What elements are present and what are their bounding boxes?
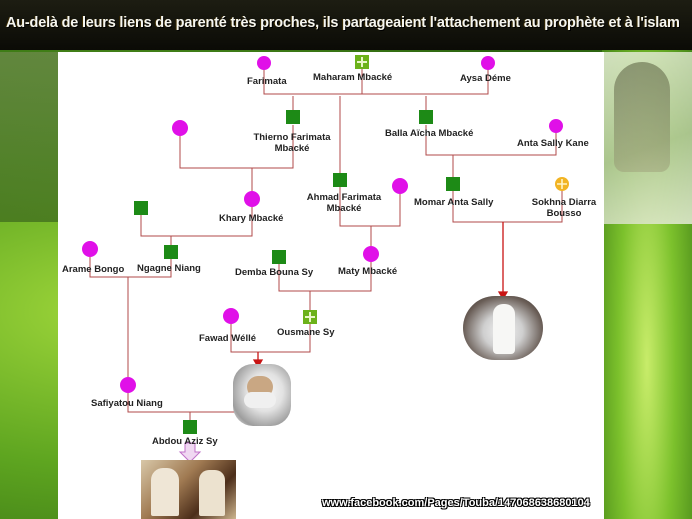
arrows: [252, 222, 509, 369]
person-label-balla: Balla Aïcha Mbacké: [385, 128, 474, 139]
female-circle-icon: [244, 191, 260, 207]
person-label-farimata: Farimata: [247, 76, 287, 87]
person-label-maharam: Maharam Mbacké: [313, 72, 393, 83]
person-label-thierno: Thierno Farimata Mbacké: [253, 132, 331, 154]
tree-connectors: [89, 62, 563, 425]
connector: [278, 258, 372, 292]
page-title: Au-delà de leurs liens de parenté très p…: [6, 15, 680, 31]
female-circle-icon: [257, 56, 271, 70]
male-square-icon: [286, 110, 300, 124]
female-circle-icon: [172, 120, 188, 136]
female-circle-icon: [392, 178, 408, 194]
male-nodes: [134, 110, 460, 434]
male-square-icon: [446, 177, 460, 191]
male-square-icon: [164, 245, 178, 259]
marked-nodes: [303, 55, 569, 324]
right-portrait-photo: [604, 52, 692, 224]
person-label-abdou: Abdou Aziz Sy: [152, 436, 218, 447]
connector: [140, 203, 253, 237]
connector: [452, 186, 563, 223]
connector: [89, 250, 172, 278]
person-label-khary: Khary Mbacké: [219, 213, 284, 224]
female-circle-icon: [549, 119, 563, 133]
person-label-ahmad: Ahmad Farimata Mbacké: [306, 192, 382, 214]
connector: [263, 65, 489, 95]
person-label-safiyatou: Safiyatou Niang: [91, 398, 163, 409]
cross-mark: [357, 57, 367, 67]
person-label-sokhna: Sokhna Diarra Bousso: [531, 197, 597, 219]
male-square-icon: [183, 420, 197, 434]
photo-ousmane: [233, 364, 291, 426]
person-label-ngagne: Ngagne Niang: [137, 263, 201, 274]
connector: [179, 125, 294, 169]
person-label-aysa: Aysa Déme: [460, 73, 511, 84]
arrow-head: [252, 359, 264, 369]
arrow-head: [497, 291, 509, 301]
facebook-url-footer: www.facebook.com/Pages/Touba/14706863868…: [322, 497, 590, 509]
female-circle-icon: [363, 246, 379, 262]
person-label-maty: Maty Mbacké: [338, 266, 398, 277]
female-circle-icon: [120, 377, 136, 393]
person-label-ousmane: Ousmane Sy: [277, 327, 335, 338]
person-label-arame: Arame Bongo: [62, 264, 125, 275]
arrow-to-photo-abdou: [178, 442, 202, 463]
connector: [230, 318, 311, 353]
title-bar: Au-delà de leurs liens de parenté très p…: [0, 0, 692, 50]
female-nodes: [82, 56, 563, 393]
family-tree-panel: [58, 52, 604, 519]
female-circle-icon: [82, 241, 98, 257]
person-label-demba: Demba Bouna Sy: [235, 267, 314, 278]
left-photo-strip: [0, 52, 58, 222]
male-square-icon: [272, 250, 286, 264]
person-label-momar: Momar Anta Sally: [414, 197, 494, 208]
photo-abdou: [141, 460, 236, 519]
connector: [339, 187, 401, 227]
photo-momar: [463, 296, 543, 360]
person-label-fawad: Fawad Wéllé: [199, 333, 257, 344]
male-square-icon: [134, 201, 148, 215]
connector: [425, 125, 557, 156]
female-circle-icon: [223, 308, 239, 324]
cross-mark: [557, 179, 567, 189]
cross-mark: [305, 312, 315, 322]
female-circle-icon: [481, 56, 495, 70]
person-label-anta-sally-kane: Anta Sally Kane: [517, 138, 589, 149]
male-square-icon: [333, 173, 347, 187]
male-square-icon: [419, 110, 433, 124]
